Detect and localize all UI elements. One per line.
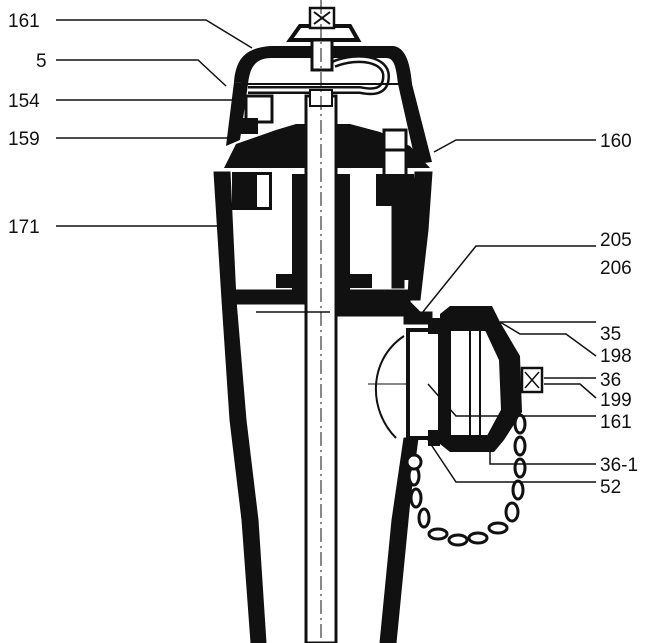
outlet-nozzle [406,328,442,440]
callout-160: 160 [600,131,632,152]
callout-159: 159 [8,129,40,150]
head-left-flank [226,82,248,146]
operating-nut [286,24,362,42]
callout-205: 205 [600,230,632,251]
guide-left [292,174,306,290]
callout-206: 206 [600,258,632,279]
callout-161-right: 161 [600,412,632,433]
callout-199: 199 [600,390,632,411]
callout-5: 5 [36,51,47,72]
head-dome [234,46,412,84]
nut-stem [310,38,334,72]
leader-lines [56,19,597,483]
callout-36-1: 36-1 [600,455,638,476]
outlet-arc [375,335,405,439]
bolt-left [244,94,274,124]
callout-161-top: 161 [8,11,40,32]
guide-right [336,174,350,290]
callout-52: 52 [600,477,621,498]
body-left-wall [213,171,267,643]
central-stem [304,0,338,643]
callout-154: 154 [8,91,40,112]
callouts-right: 160 205 206 35 198 36 199 161 36-1 52 [600,131,638,498]
right-block [376,174,414,280]
head-right-flank [398,84,432,164]
callout-36: 36 [600,370,621,391]
callouts-left: 161 5 154 159 171 [8,11,47,238]
callout-171: 171 [8,217,40,238]
callout-198: 198 [600,346,632,367]
callout-35: 35 [600,324,621,345]
hydrant-head [224,6,432,290]
